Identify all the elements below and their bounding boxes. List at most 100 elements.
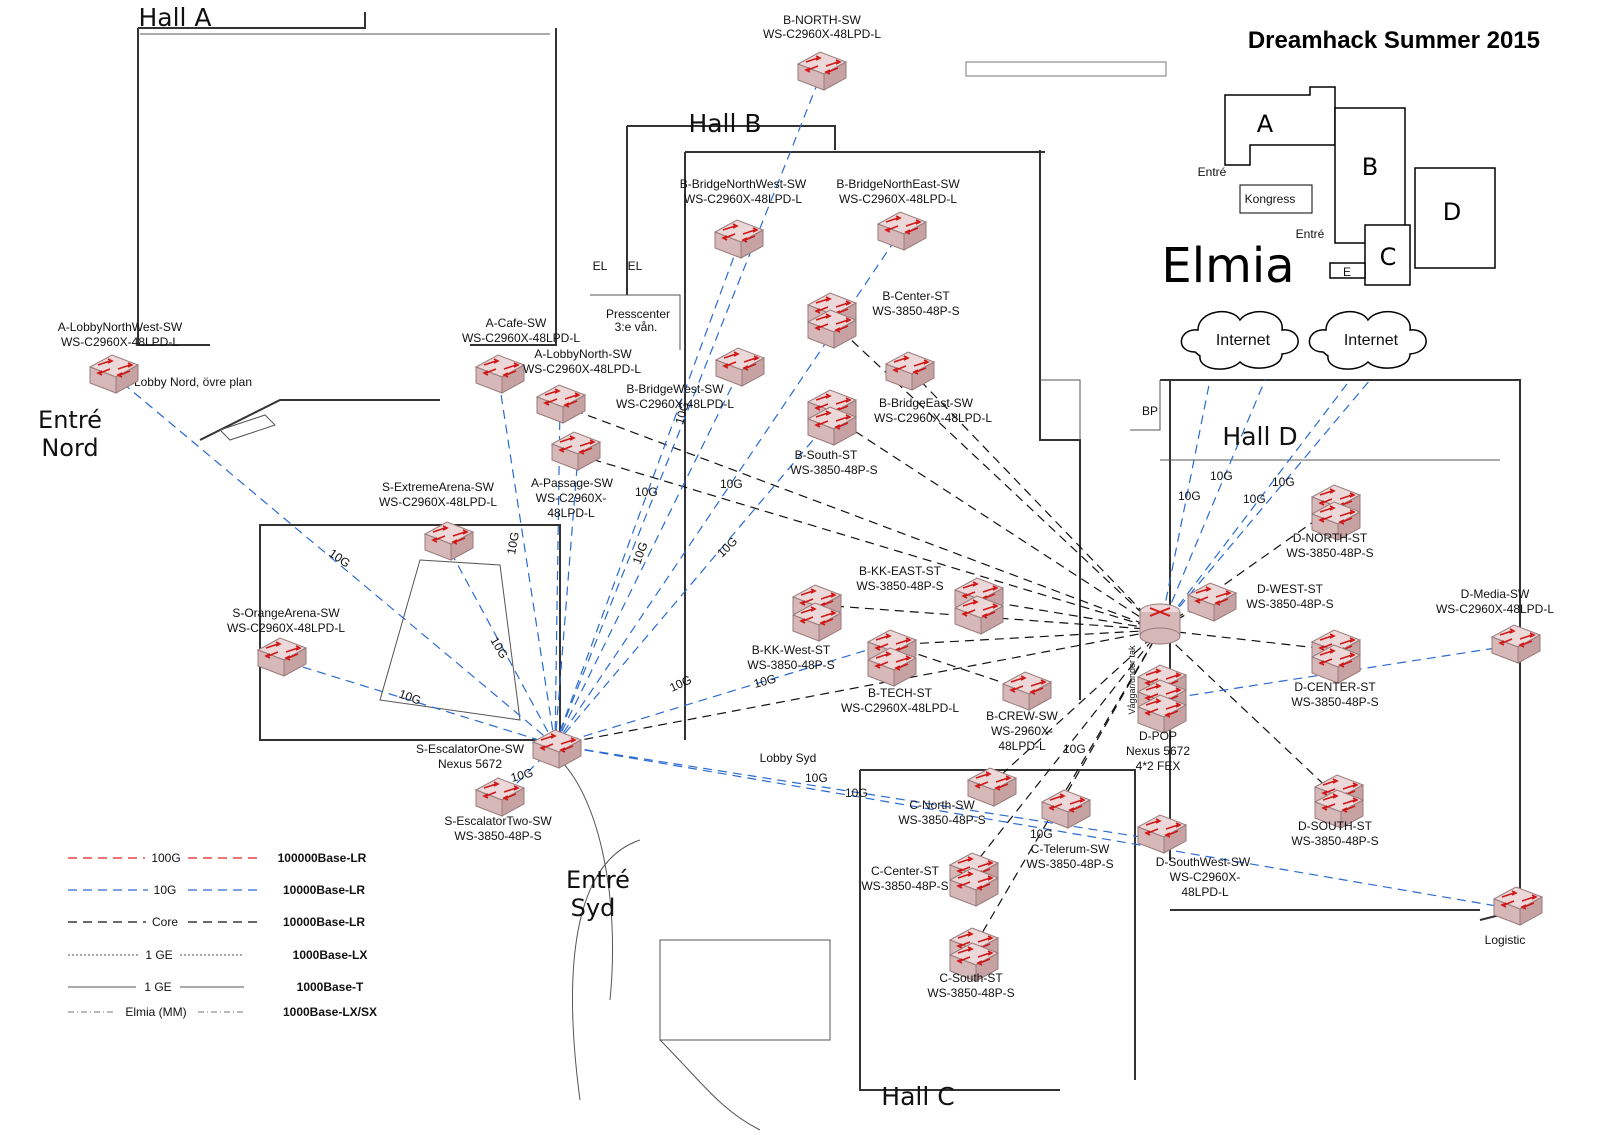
- device-name: B-Center-ST: [882, 289, 950, 303]
- device-b-center-st: B-Center-ST WS-3850-48P-S: [807, 289, 960, 349]
- device-name: A-Passage-SW: [531, 476, 614, 490]
- internet-cloud-1: Internet: [1180, 311, 1299, 370]
- device-model: WS-3850-48P-S: [1286, 546, 1373, 560]
- link-label-10g: 10G: [714, 534, 740, 560]
- device-name: S-EscalatorOne-SW: [416, 742, 525, 756]
- device-s-orangearena-sw: S-OrangeArena-SW WS-C2960X-48LPD-L: [227, 606, 345, 677]
- legend-line-label: 1 GE: [144, 980, 171, 994]
- device-name: B-South-ST: [795, 448, 858, 462]
- device-b-bridgenortheast-sw: B-BridgeNorthEast-SW WS-C2960X-48LPD-L: [836, 177, 960, 251]
- device-name: S-OrangeArena-SW: [232, 606, 340, 620]
- device-model: WS-3850-48P-S: [747, 658, 834, 672]
- hall-b-label: Hall B: [688, 109, 761, 138]
- lobby-nord-label: Lobby Nord, övre plan: [134, 375, 252, 389]
- device-b-bridgenorthwest-sw: B-BridgeNorthWest-SW WS-C2960X-48LPD-L: [680, 177, 807, 259]
- inset-label-kongress: Kongress: [1245, 192, 1296, 206]
- device-model: WS-C2960X-48LPD-L: [763, 27, 881, 41]
- vaggar-label: Våggar/under tak: [1127, 645, 1137, 715]
- bp-label: BP: [1142, 404, 1158, 418]
- legend-row-1ge-t: 1 GE 1000Base-T: [68, 979, 364, 995]
- venue-inset-map: A B C D E Entré Kongress Entré Elmia: [1161, 86, 1496, 294]
- device-model: WS-3850-48P-S: [872, 304, 959, 318]
- presscenter-label-2: 3:e vån.: [615, 320, 658, 334]
- legend-desc: 1000Base-LX: [293, 948, 368, 962]
- legend: 100G 100000Base-LR 10G 10000Base-LR Core…: [68, 850, 377, 1020]
- device-name: S-EscalatorTwo-SW: [444, 814, 552, 828]
- link-label-10g: 10G: [1243, 492, 1266, 506]
- legend-line-label: Core: [152, 915, 178, 929]
- device-d-south-st: D-SOUTH-ST WS-3850-48P-S: [1291, 774, 1379, 848]
- link-label-10g: 10G: [630, 540, 651, 566]
- device-model: WS-3850-48P-S: [861, 879, 948, 893]
- device-a-passage-sw: A-Passage-SW WS-C2960X- 48LPD-L: [531, 431, 614, 520]
- device-model: WS-3850-48P-S: [927, 986, 1014, 1000]
- device-c-north-sw: C-North-SW WS-3850-48P-S: [898, 767, 1017, 827]
- link-label-10g: 10G: [635, 485, 658, 499]
- device-model: WS-3850-48P-S: [1291, 695, 1378, 709]
- legend-desc: 1000Base-T: [297, 980, 364, 994]
- device-name: A-LobbyNorth-SW: [534, 347, 632, 361]
- device-name: D-SouthWest-SW: [1156, 855, 1251, 869]
- link-label-10g: 10G: [1272, 475, 1295, 489]
- legend-row-100g: 100G 100000Base-LR: [68, 850, 367, 866]
- device-model: WS-3850-48P-S: [898, 813, 985, 827]
- presscenter-label-1: Presscenter: [606, 307, 670, 321]
- link-label-10g: 10G: [845, 786, 868, 800]
- device-a-lobbynorth-sw: A-LobbyNorth-SW WS-C2960X-48LPD-L: [523, 347, 641, 424]
- device-name: D-NORTH-ST: [1293, 531, 1368, 545]
- device-name: C-North-SW: [909, 798, 975, 812]
- inset-label-e: E: [1343, 265, 1351, 279]
- diagram-title: Dreamhack Summer 2015: [1248, 27, 1540, 54]
- internet-label-1: Internet: [1216, 332, 1271, 349]
- link-label-10g: 10G: [487, 635, 510, 662]
- device-model: WS-C2960X-48LPD-L: [523, 362, 641, 376]
- link-label-10g: 10G: [672, 400, 691, 426]
- device-model: WS-3850-48P-S: [1291, 834, 1378, 848]
- link-label-10g: 10G: [1210, 469, 1233, 483]
- device-model-2: 48LPD-L: [547, 506, 595, 520]
- link-label-10g: 10G: [1030, 827, 1053, 841]
- legend-desc: 10000Base-LR: [283, 915, 365, 929]
- legend-row-1ge-lx: 1 GE 1000Base-LX: [68, 947, 367, 963]
- device-b-kk-east-st: B-KK-EAST-ST WS-3850-48P-S: [856, 564, 1004, 635]
- device-d-pop: D-POP Nexus 5672 4*2 FEX: [1126, 603, 1190, 773]
- legend-desc: 1000Base-LX/SX: [283, 1005, 377, 1019]
- inset-label-c: C: [1380, 243, 1397, 271]
- device-name: D-Media-SW: [1461, 587, 1530, 601]
- device-c-telerum-sw: C-Telerum-SW WS-3850-48P-S: [1026, 789, 1114, 871]
- device-s-extremearena-sw: S-ExtremeArena-SW WS-C2960X-48LPD-L: [379, 480, 497, 561]
- el-label-1: EL: [593, 259, 608, 273]
- logistic-label: Logistic: [1485, 933, 1526, 947]
- link-label-10g: 10G: [752, 672, 778, 691]
- device-model: WS-C2960X-48LPD-L: [227, 621, 345, 635]
- device-model: WS-C2960X-48LPD-L: [839, 192, 957, 206]
- device-b-bridgeeast-sw: B-BridgeEast-SW WS-C2960X-48LPD-L: [874, 351, 992, 425]
- inset-label-entre-2: Entré: [1296, 227, 1325, 241]
- legend-line-label: 100G: [151, 851, 180, 865]
- device-d-media-sw: D-Media-SW WS-C2960X-48LPD-L: [1436, 587, 1554, 664]
- link-label-10g: 10G: [1063, 742, 1086, 756]
- device-name: B-CREW-SW: [986, 709, 1058, 723]
- device-name: B-BridgeWest-SW: [626, 382, 724, 396]
- device-a-cafe-sw: A-Cafe-SW WS-C2960X-48LPD-L: [462, 316, 580, 394]
- device-model: WS-C2960X-48LPD-L: [874, 411, 992, 425]
- device-d-southwest-sw: D-SouthWest-SW WS-C2960X- 48LPD-L: [1137, 814, 1251, 899]
- device-d-north-st: D-NORTH-ST WS-3850-48P-S: [1286, 484, 1374, 560]
- device-name: C-Center-ST: [871, 864, 940, 878]
- device-model: WS-C2960X-48LPD-L: [1436, 602, 1554, 616]
- device-model: WS-3850-48P-S: [454, 829, 541, 843]
- device-name: B-KK-EAST-ST: [859, 564, 942, 578]
- device-c-center-st: C-Center-ST WS-3850-48P-S: [861, 852, 999, 907]
- hall-c-label: Hall C: [881, 1082, 954, 1111]
- legend-desc: 100000Base-LR: [278, 851, 367, 865]
- device-model: WS-C2960X-: [536, 491, 607, 505]
- device-d-center-st: D-CENTER-ST WS-3850-48P-S: [1291, 629, 1379, 709]
- device-d-west-st: D-WEST-ST WS-3850-48P-S: [1187, 582, 1334, 622]
- device-name: S-ExtremeArena-SW: [382, 480, 495, 494]
- device-model: WS-C2960X-48LPD-L: [61, 335, 179, 349]
- device-c-south-st: C-South-ST WS-3850-48P-S: [927, 927, 1015, 1000]
- device-s-escalatortwo-sw: S-EscalatorTwo-SW WS-3850-48P-S: [444, 777, 552, 843]
- inset-label-d: D: [1443, 198, 1461, 226]
- device-name: D-SOUTH-ST: [1298, 819, 1373, 833]
- device-model: Nexus 5672: [1126, 744, 1190, 758]
